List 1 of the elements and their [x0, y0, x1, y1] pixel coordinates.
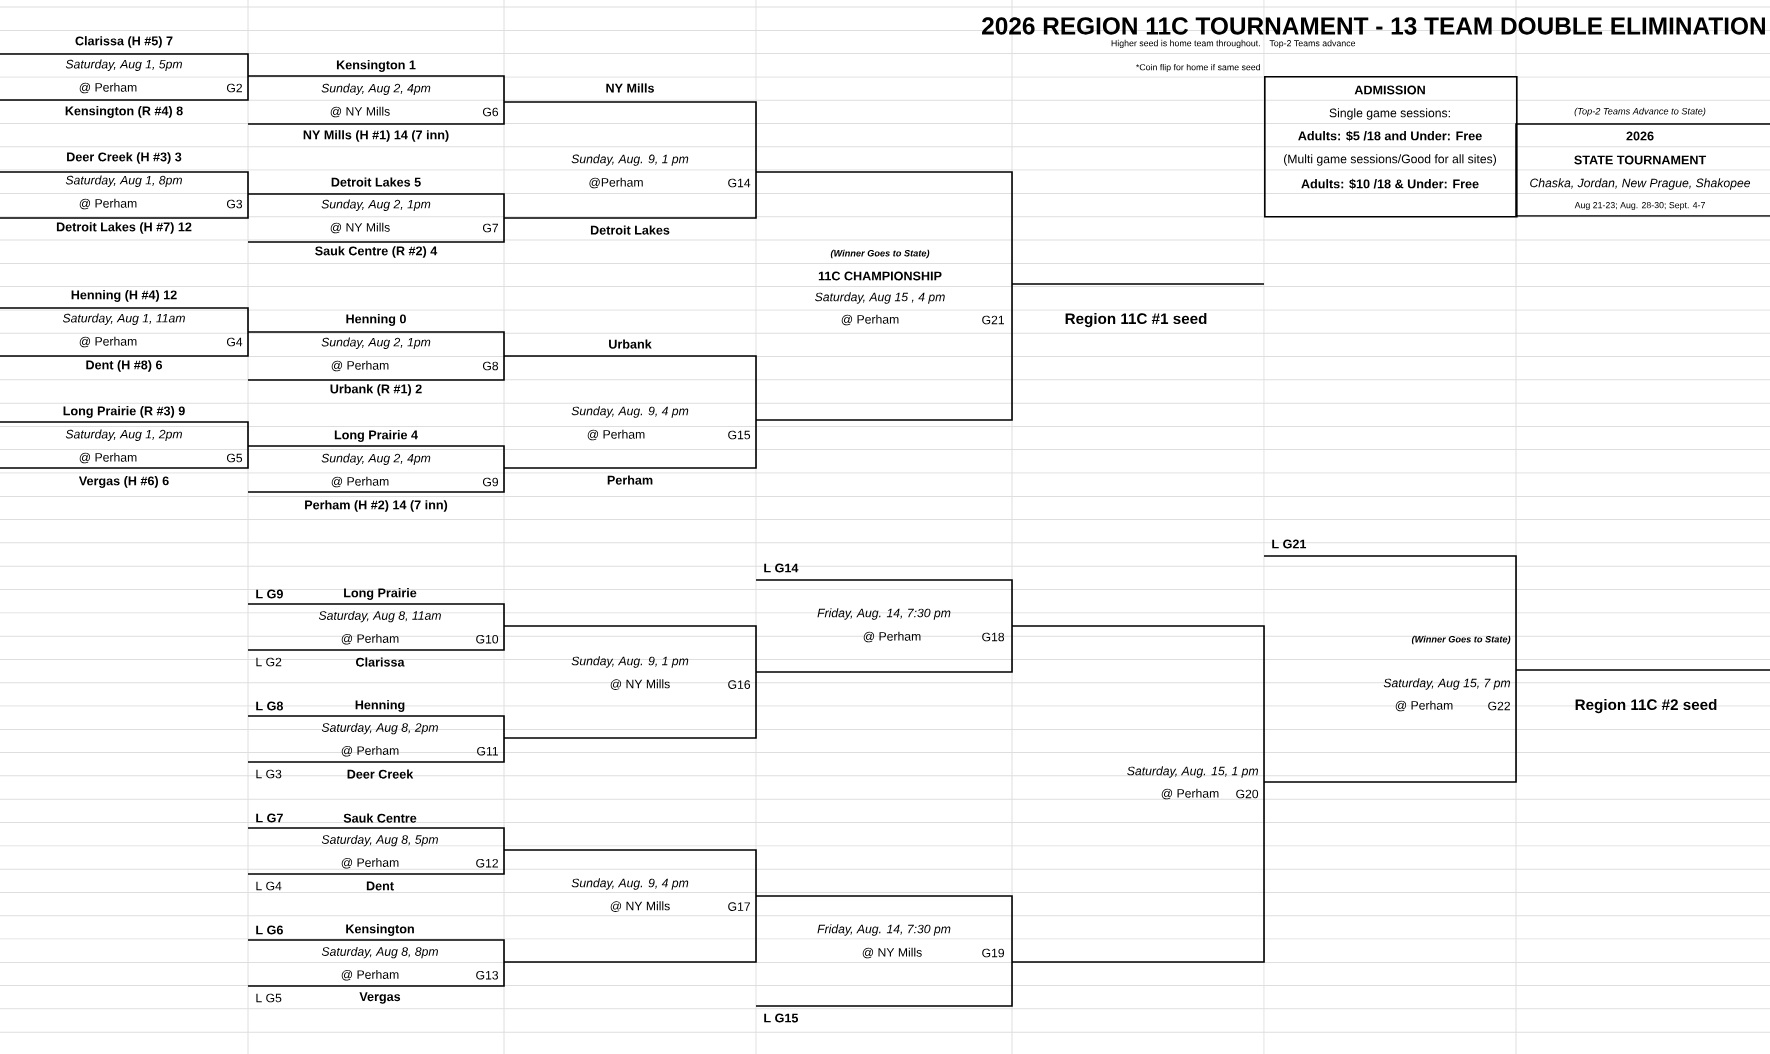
title: 2026 REGION 11C TOURNAMENT - 13 TEAM DOUBLE ELIMINATION	[982, 17, 1765, 35]
